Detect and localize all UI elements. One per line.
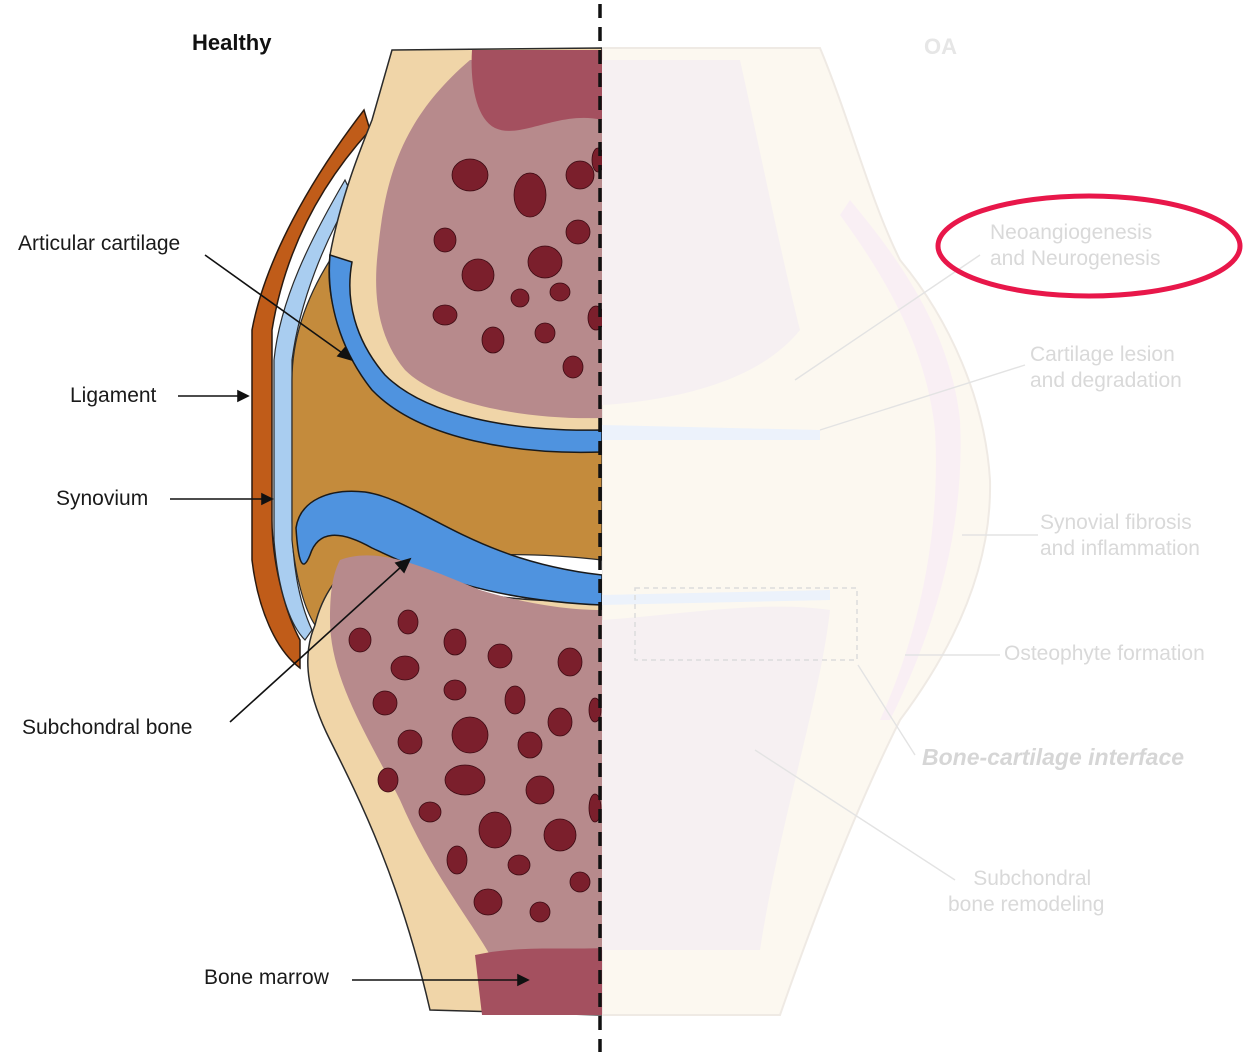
- marrow-spot: [535, 323, 555, 343]
- marrow-spot: [544, 819, 576, 851]
- marrow-spot: [528, 246, 562, 278]
- label-subchondral-bone: Subchondral bone: [22, 716, 192, 740]
- marrow-spot: [563, 356, 583, 378]
- oa-joint: [602, 48, 990, 1015]
- label-neo-line2: and Neurogenesis: [990, 246, 1160, 272]
- marrow-spot: [488, 644, 512, 668]
- marrow-spot: [452, 159, 488, 191]
- marrow-spot: [566, 161, 594, 189]
- label-cart-line2: and degradation: [1030, 368, 1182, 394]
- oa-title: OA: [924, 34, 957, 60]
- label-ligament: Ligament: [70, 384, 156, 408]
- marrow-spot: [447, 846, 467, 874]
- label-syn-line2: and inflammation: [1040, 536, 1200, 562]
- marrow-spot: [508, 855, 530, 875]
- marrow-spot: [548, 708, 572, 736]
- label-osteophyte: Osteophyte formation: [1004, 641, 1205, 667]
- marrow-spot: [558, 648, 582, 676]
- label-sub-line1: Subchondral: [948, 866, 1104, 892]
- marrow-spot: [570, 872, 590, 892]
- label-neoangiogenesis: Neoangiogenesis and Neurogenesis: [990, 220, 1160, 272]
- marrow-spot: [474, 889, 502, 915]
- lower-bone-marrow: [475, 948, 602, 1015]
- marrow-spot: [444, 629, 466, 655]
- marrow-spot: [434, 228, 456, 252]
- label-bone-marrow: Bone marrow: [204, 966, 329, 990]
- healthy-title: Healthy: [192, 30, 271, 56]
- label-synovial-fibrosis: Synovial fibrosis and inflammation: [1040, 510, 1200, 562]
- marrow-spot: [518, 732, 542, 758]
- marrow-spot: [514, 173, 546, 217]
- marrow-spot: [479, 812, 511, 848]
- marrow-spot: [462, 259, 494, 291]
- marrow-spot: [511, 289, 529, 307]
- marrow-spot: [445, 765, 485, 795]
- marrow-spot: [378, 768, 398, 792]
- marrow-spot: [505, 686, 525, 714]
- marrow-spot: [398, 610, 418, 634]
- marrow-spot: [349, 628, 371, 652]
- marrow-spot: [526, 776, 554, 804]
- label-bone-cartilage-interface: Bone-cartilage interface: [922, 744, 1184, 771]
- label-cart-line1: Cartilage lesion: [1030, 342, 1182, 368]
- marrow-spot: [391, 656, 419, 680]
- marrow-spot: [452, 717, 488, 753]
- marrow-spot: [482, 327, 504, 353]
- label-neo-line1: Neoangiogenesis: [990, 220, 1160, 246]
- marrow-spot: [373, 691, 397, 715]
- marrow-spot: [398, 730, 422, 754]
- marrow-spot: [433, 305, 457, 325]
- healthy-joint: [252, 48, 602, 1015]
- label-cartilage-lesion: Cartilage lesion and degradation: [1030, 342, 1182, 394]
- marrow-spot: [566, 220, 590, 244]
- label-sub-line2: bone remodeling: [948, 892, 1104, 918]
- marrow-spot: [530, 902, 550, 922]
- marrow-spot: [444, 680, 466, 700]
- marrow-spot: [550, 283, 570, 301]
- label-articular-cartilage: Articular cartilage: [18, 232, 180, 256]
- label-subchondral-remodeling: Subchondral bone remodeling: [948, 866, 1104, 918]
- marrow-spot: [419, 802, 441, 822]
- label-syn-line1: Synovial fibrosis: [1040, 510, 1200, 536]
- label-synovium: Synovium: [56, 487, 148, 511]
